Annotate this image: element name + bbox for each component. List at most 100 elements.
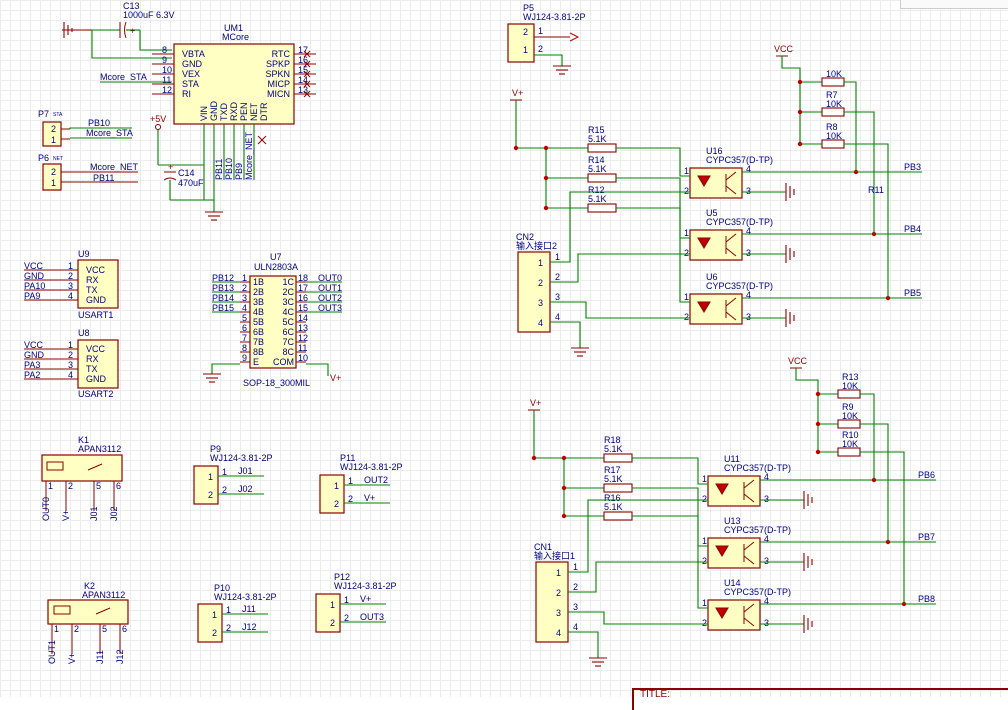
opto-pin-num: 2 xyxy=(702,494,707,504)
k1-ref: K1 xyxy=(78,435,89,445)
usart-pin-name: GND xyxy=(86,295,107,305)
net-mcore-sta-p7: Mcore_STA xyxy=(86,128,133,138)
u9-value: USART1 xyxy=(78,310,113,320)
connector-pin-num: 1 xyxy=(226,605,231,615)
opto-value: CYPC357(D-TP) xyxy=(724,587,791,597)
output-net-label: PB6 xyxy=(918,470,935,480)
usart-net-label: VCC xyxy=(24,340,44,350)
resistor-value: 10K xyxy=(842,439,858,449)
window-tab-fragment xyxy=(900,0,1008,9)
u7-in-net: PB15 xyxy=(212,303,234,313)
relay-net-label: V+ xyxy=(61,510,71,521)
resistor-ref: R9 xyxy=(842,402,854,412)
connector-ref: CN2 xyxy=(516,232,534,242)
um1-pin-name: MICN xyxy=(267,89,290,99)
connector-net: J12 xyxy=(242,622,257,632)
p7-ref: P7 xyxy=(38,109,49,119)
opto-ref: U16 xyxy=(706,146,723,156)
opto-pin-num: 1 xyxy=(684,228,689,238)
resistor-value: 10K xyxy=(826,69,842,79)
u7-pin-num: 13 xyxy=(298,323,308,333)
u7-pin-name: 6C xyxy=(282,327,294,337)
led-symbol xyxy=(697,237,711,249)
relay-net-label: OUT1 xyxy=(47,640,57,664)
connector-value: 输入接口1 xyxy=(534,550,575,561)
relay-pin-num: 5 xyxy=(102,624,107,634)
connector-net: V+ xyxy=(364,493,375,503)
usart-net-label: PA3 xyxy=(24,360,40,370)
relay-pin-num: 6 xyxy=(116,481,121,491)
junction-dot xyxy=(797,141,803,147)
junction-dot xyxy=(815,391,821,397)
u8-value: USART2 xyxy=(78,389,113,399)
resistor-ref: R18 xyxy=(604,435,621,445)
connector-value: 输入接口2 xyxy=(516,240,557,251)
net-pb11-vertical: PB11 xyxy=(214,159,224,180)
connector-pin-num: 2 xyxy=(208,490,213,500)
junction-dot xyxy=(797,79,803,85)
resistor-ref: R13 xyxy=(842,372,859,382)
c13-capacitor: + C13 1000uF 6.3V xyxy=(62,1,175,59)
resistor-ref: R8 xyxy=(826,122,838,132)
resistor-value: 10K xyxy=(826,131,842,141)
p6-ref: P6 xyxy=(38,153,49,163)
resistor-value: 5.1K xyxy=(604,474,623,484)
opto-pin-num: 3 xyxy=(764,618,769,628)
resistor-value: 10K xyxy=(842,381,858,391)
junction-dot xyxy=(531,455,537,461)
net-mcore-net-vertical: Mcore_NET xyxy=(244,131,254,180)
usart-net-label: VCC xyxy=(24,261,44,271)
connector-pin-num: 3 xyxy=(538,298,543,308)
connector-net: J02 xyxy=(238,484,253,494)
output-net-label: PB4 xyxy=(904,224,921,234)
u16-optocoupler xyxy=(689,167,743,199)
u7-pin-num: 4 xyxy=(242,303,247,313)
u7-pin-name: COM xyxy=(273,357,294,367)
u7-out-net: OUT3 xyxy=(318,303,342,313)
opto-ref: U11 xyxy=(724,454,740,464)
u7-pin-name: 5B xyxy=(253,317,264,327)
connector-pin-num: 2 xyxy=(226,623,231,633)
usart-pin-num: 4 xyxy=(68,291,73,301)
net-vcc: VCC xyxy=(788,356,808,366)
u7-pin-num: 5 xyxy=(242,313,247,323)
opto-value: CYPC357(D-TP) xyxy=(706,217,773,227)
usart-net-label: GND xyxy=(24,271,45,281)
usart-pin-name: VCC xyxy=(86,265,106,275)
connector-pin-num: 4 xyxy=(556,628,561,638)
connector-pin-num: 2 xyxy=(538,278,543,288)
relay-pin-num: 1 xyxy=(54,624,59,634)
u6-optocoupler xyxy=(689,293,743,325)
um1-pin-name: STA xyxy=(182,79,199,89)
u7-pin-num: 16 xyxy=(298,293,308,303)
u7-pin-name: 4B xyxy=(253,307,264,317)
usart-pin-num: 2 xyxy=(68,271,73,281)
resistor-ref: R17 xyxy=(604,465,621,475)
u7-pin-num: 3 xyxy=(242,293,247,303)
u7-ref: U7 xyxy=(270,252,282,262)
connector-value: WJ124-3.81-2P xyxy=(334,581,397,591)
u7-pin-name: 6B xyxy=(253,327,264,337)
u7-pin-name: 2B xyxy=(253,287,264,297)
svg-text:+: + xyxy=(130,26,135,36)
um1-pin-name: RTC xyxy=(272,49,291,59)
output-net-label: PB5 xyxy=(904,288,921,298)
usart-pin-name: GND xyxy=(86,374,107,384)
u7-pin-num: 1 xyxy=(242,273,247,283)
pullup-resistor xyxy=(837,389,861,399)
u7-pin-name: 1B xyxy=(253,277,264,287)
u7-footprint: SOP-18_300MIL xyxy=(243,378,310,388)
connector-pin-num: 1 xyxy=(208,472,213,482)
connector-pin-num: 1 xyxy=(212,610,217,620)
usart-pin-name: VCC xyxy=(86,344,106,354)
connector-pin-num: 2 xyxy=(222,485,227,495)
resistor-value: 5.1K xyxy=(588,194,607,204)
um1-pin-name: PEN xyxy=(239,102,249,121)
opto-pin-num: 4 xyxy=(746,226,751,236)
k1-value: APAN3112 xyxy=(78,444,121,454)
junction-dot xyxy=(561,513,567,519)
um1-pin-num: 13 xyxy=(298,85,308,95)
c14-capacitor: +5V + C14 470uF xyxy=(150,114,204,200)
u14-optocoupler xyxy=(707,599,761,631)
